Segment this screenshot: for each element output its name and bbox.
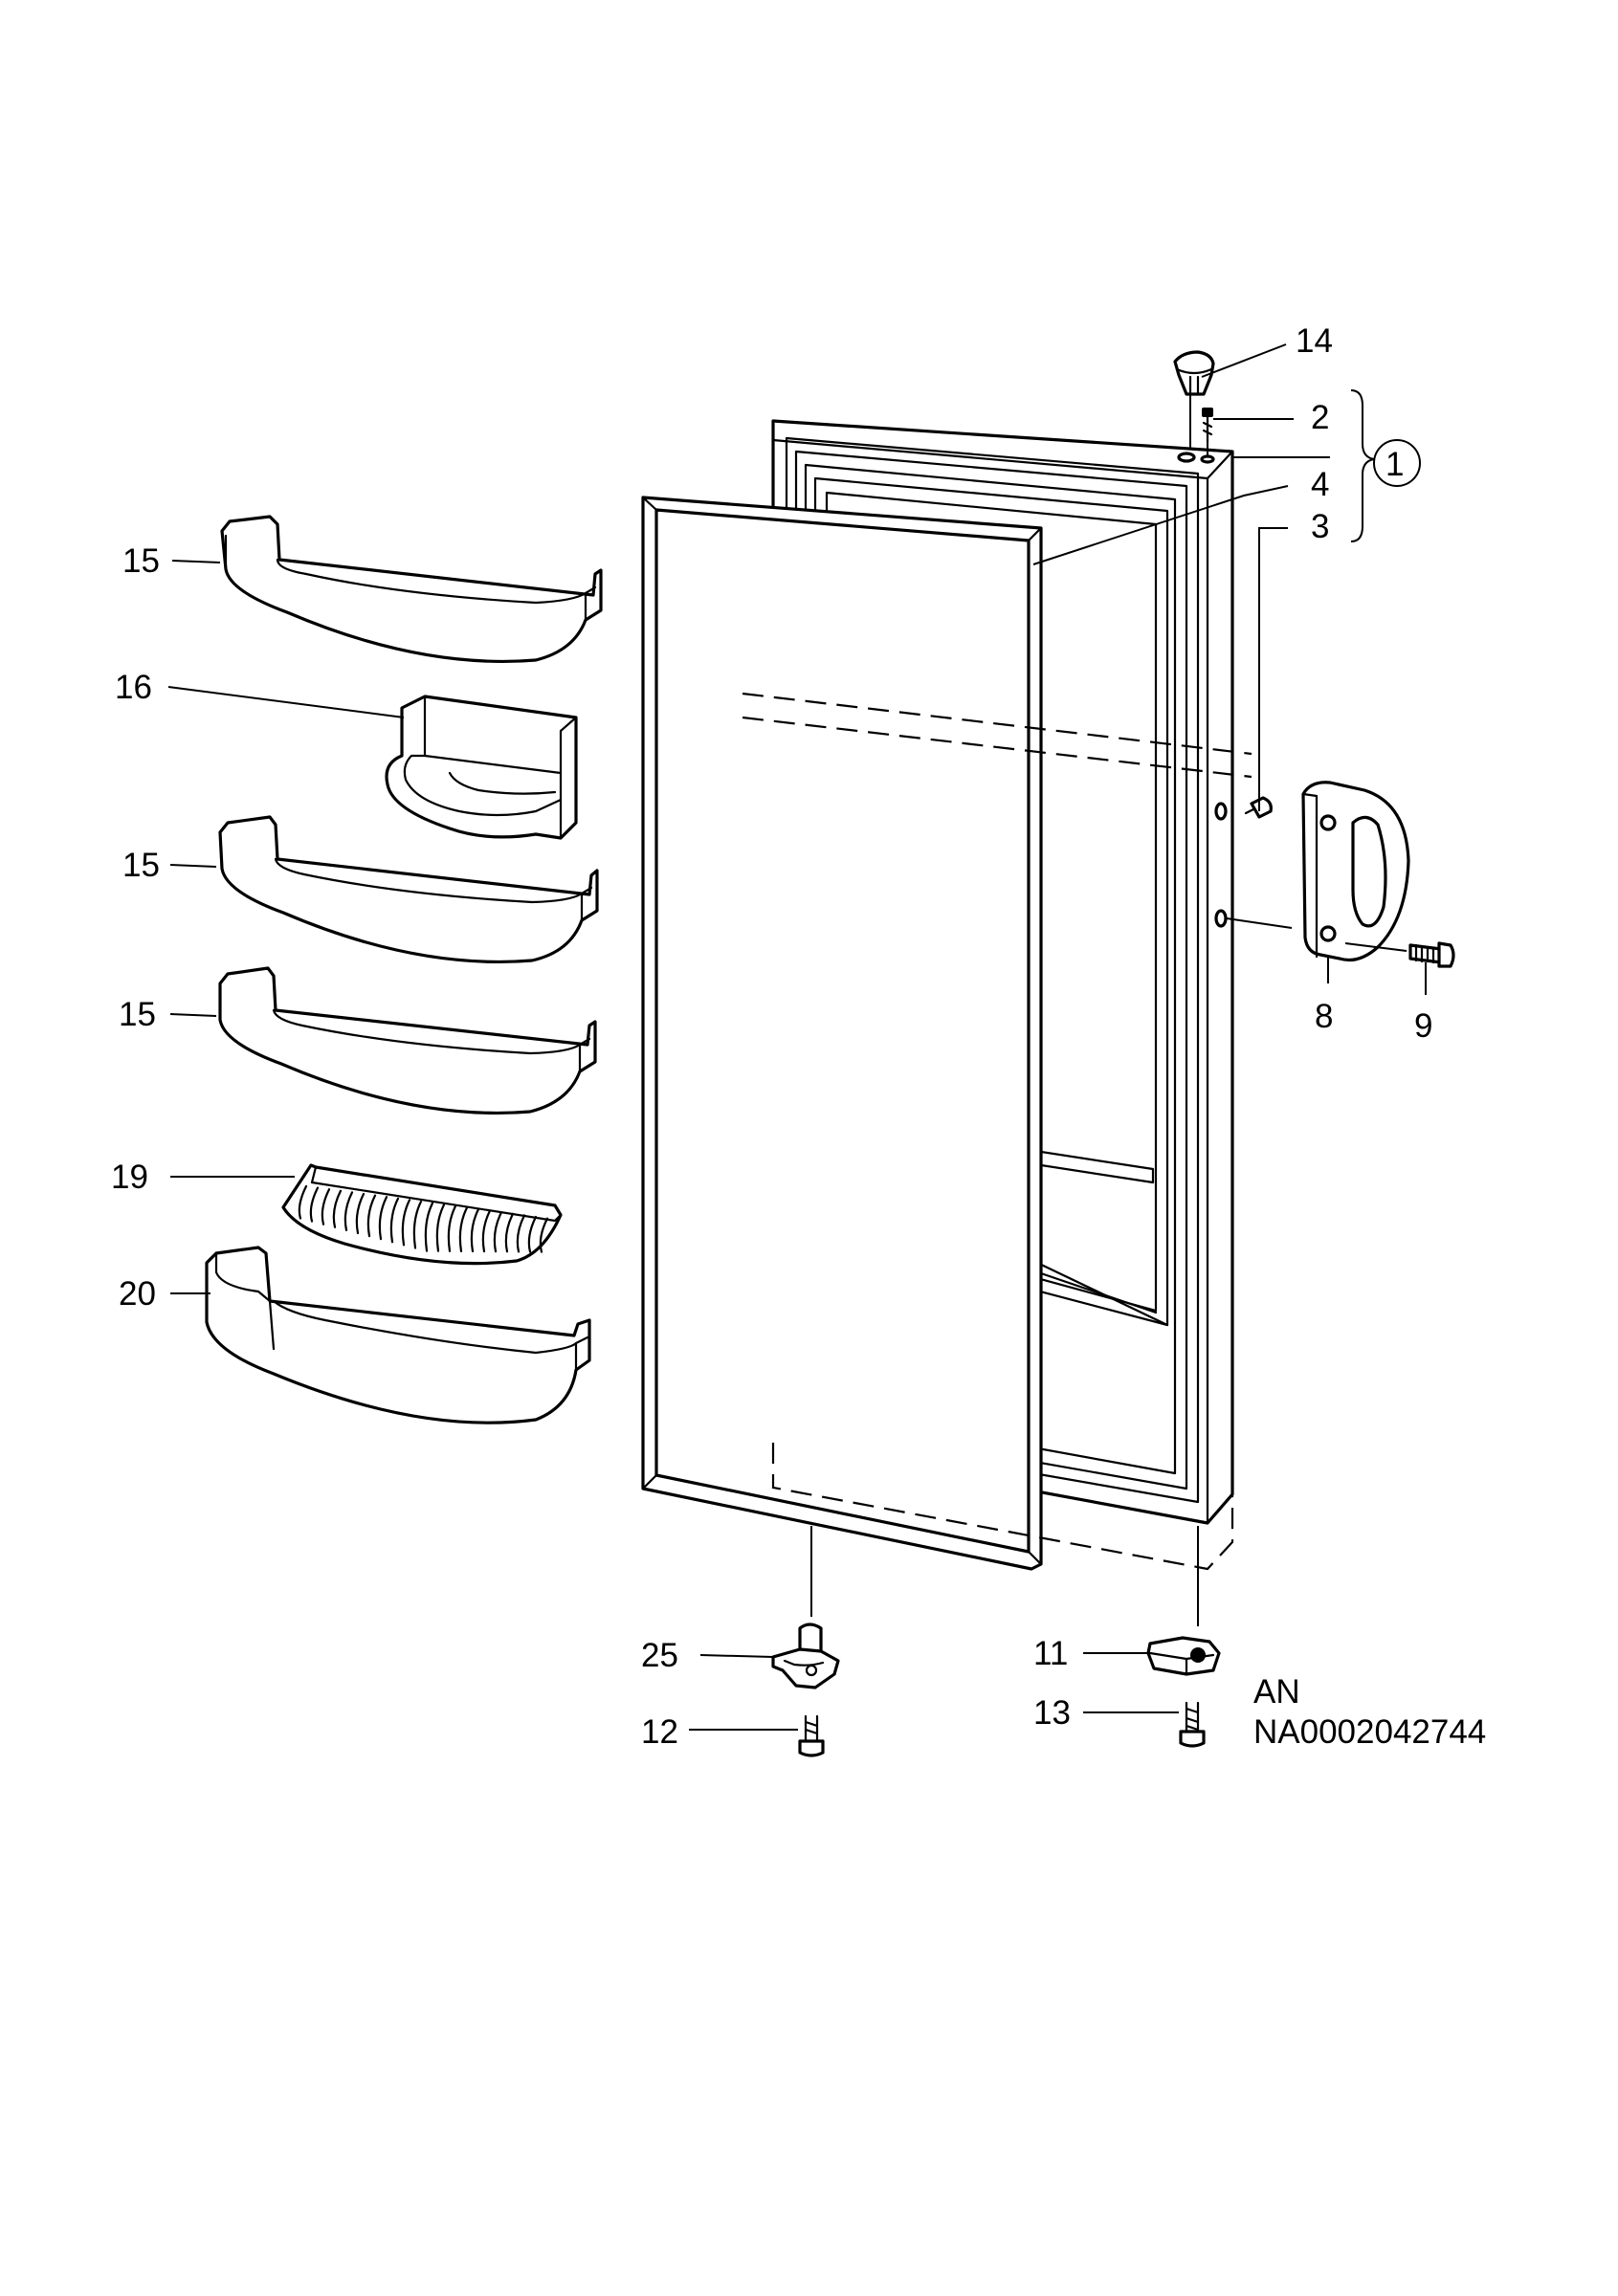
retainer-rib [435,1203,446,1252]
retainer-rib [321,1188,331,1225]
retainer-rib [504,1212,515,1253]
retainer-rib [447,1204,457,1252]
screw-3 [1244,796,1273,819]
retainer-rib [309,1186,320,1223]
hinge-cap-14 [1173,350,1215,448]
retainer-rib [389,1197,400,1244]
retainer-rib [401,1199,411,1247]
door-handle-8 [1226,781,1410,962]
retainer-rib [539,1217,549,1253]
label-part-8: 8 [1315,998,1333,1035]
retainer-rib [424,1202,434,1252]
retainer-rib [378,1196,388,1241]
label-part-25: 25 [641,1637,678,1674]
group-callout-circle [1373,439,1421,487]
retainer-rib [527,1215,538,1253]
screw-9 [1344,941,1455,968]
retainer-rib [516,1214,526,1253]
label-part-14: 14 [1296,322,1333,360]
retainer-rib [481,1209,492,1253]
screw-2 [1202,408,1213,455]
label-part-12: 12 [641,1713,678,1751]
label-part-2: 2 [1311,399,1329,436]
part-labels: 14 2 1 4 3 15 16 15 15 19 20 8 9 25 12 1… [111,322,1486,1751]
retainer-rib [493,1211,503,1253]
bottle-shelf-20 [205,1246,591,1424]
door-shelf-15-top [220,515,603,663]
retainer-rib [344,1191,354,1231]
hinge-pin-25 [771,1623,840,1689]
retainer-rib [458,1206,469,1252]
retainer-rib [366,1194,377,1238]
label-part-4: 4 [1311,466,1329,503]
retainer-rib [412,1200,423,1249]
retainer-ribs [298,1184,549,1253]
label-part-15-middle: 15 [122,847,160,884]
hinge-block-11 [1146,1636,1221,1676]
screw-13 [1179,1701,1206,1748]
label-part-16: 16 [115,669,152,706]
retainer-rib [470,1207,480,1253]
door-shelf-15-lower [218,966,597,1115]
label-part-20: 20 [119,1275,156,1313]
door-shelf-15-middle [218,815,599,963]
door-gasket [641,496,1043,1571]
bottle-retainer-19 [281,1163,563,1266]
reference-code-line-1: AN [1253,1673,1300,1711]
label-part-15-top: 15 [122,542,160,580]
reference-code-line-2: NA0002042744 [1253,1713,1486,1751]
retainer-rib [355,1192,366,1235]
label-part-9: 9 [1414,1007,1432,1045]
label-part-13: 13 [1033,1694,1071,1732]
door-box-16 [385,695,578,840]
label-part-19: 19 [111,1159,148,1196]
screw-12 [798,1714,825,1757]
retainer-rib [332,1189,343,1228]
alignment-lines [742,692,1252,1626]
label-part-15-lower: 15 [119,996,156,1033]
label-part-3: 3 [1311,508,1329,545]
leader-lines [167,343,1427,1731]
label-part-11: 11 [1033,1635,1068,1672]
retainer-rib [298,1184,308,1220]
label-part-1: 1 [1385,446,1404,483]
